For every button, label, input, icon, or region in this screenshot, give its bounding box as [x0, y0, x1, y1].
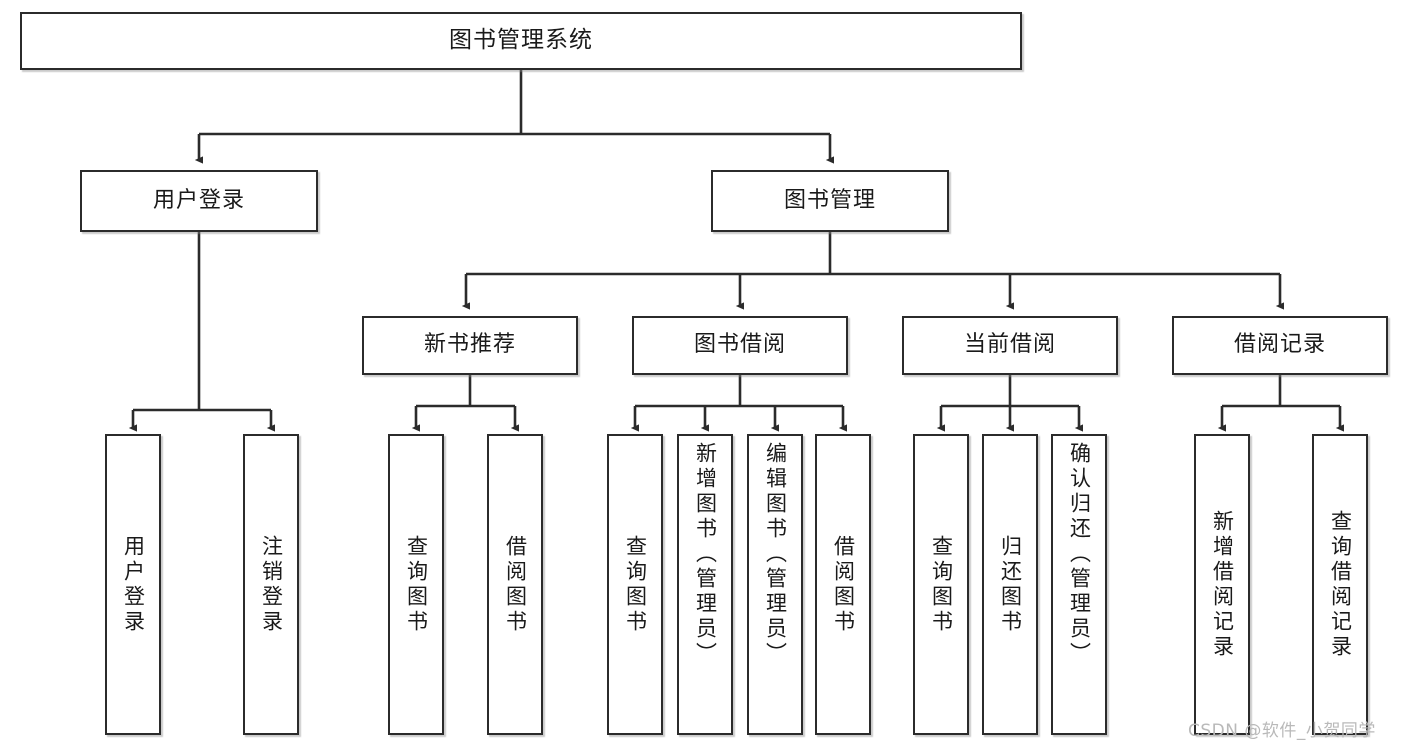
node-user-login[interactable]: 用户登录	[80, 170, 318, 232]
node-root[interactable]: 图书管理系统	[20, 12, 1022, 70]
node-book-borrow[interactable]: 图书借阅	[632, 316, 848, 375]
node-label: 查询图书	[623, 534, 648, 635]
node-label: 新增借阅记录	[1210, 509, 1235, 660]
node-label: 确认归还（管理员）	[1067, 442, 1092, 667]
node-leaf-query-book-1[interactable]: 查询图书	[388, 434, 444, 735]
node-current-borrow[interactable]: 当前借阅	[902, 316, 1118, 375]
node-leaf-user-login[interactable]: 用户登录	[105, 434, 161, 735]
node-label: 查询借阅记录	[1328, 509, 1353, 660]
node-label: 借阅图书	[831, 534, 856, 635]
node-leaf-query-book-3[interactable]: 查询图书	[913, 434, 969, 735]
node-leaf-add-book-admin[interactable]: 新增图书（管理员）	[677, 434, 733, 735]
node-leaf-borrow-book-1[interactable]: 借阅图书	[487, 434, 543, 735]
node-label: 借阅图书	[503, 534, 528, 635]
node-leaf-logout-login[interactable]: 注销登录	[243, 434, 299, 735]
node-leaf-return-book[interactable]: 归还图书	[982, 434, 1038, 735]
node-leaf-add-borrow-record[interactable]: 新增借阅记录	[1194, 434, 1250, 735]
node-leaf-confirm-return-admin[interactable]: 确认归还（管理员）	[1051, 434, 1107, 735]
node-label: 新增图书（管理员）	[693, 442, 718, 667]
node-leaf-borrow-book-2[interactable]: 借阅图书	[815, 434, 871, 735]
node-label: 用户登录	[121, 534, 146, 635]
node-leaf-query-borrow-record[interactable]: 查询借阅记录	[1312, 434, 1368, 735]
node-label: 注销登录	[259, 534, 284, 635]
node-label: 归还图书	[998, 534, 1023, 635]
node-new-book-recommend[interactable]: 新书推荐	[362, 316, 578, 375]
node-leaf-edit-book-admin[interactable]: 编辑图书（管理员）	[747, 434, 803, 735]
node-borrow-record[interactable]: 借阅记录	[1172, 316, 1388, 375]
node-leaf-query-book-2[interactable]: 查询图书	[607, 434, 663, 735]
node-book-management[interactable]: 图书管理	[711, 170, 949, 232]
node-label: 编辑图书（管理员）	[763, 442, 788, 667]
node-label: 查询图书	[404, 534, 429, 635]
node-label: 查询图书	[929, 534, 954, 635]
